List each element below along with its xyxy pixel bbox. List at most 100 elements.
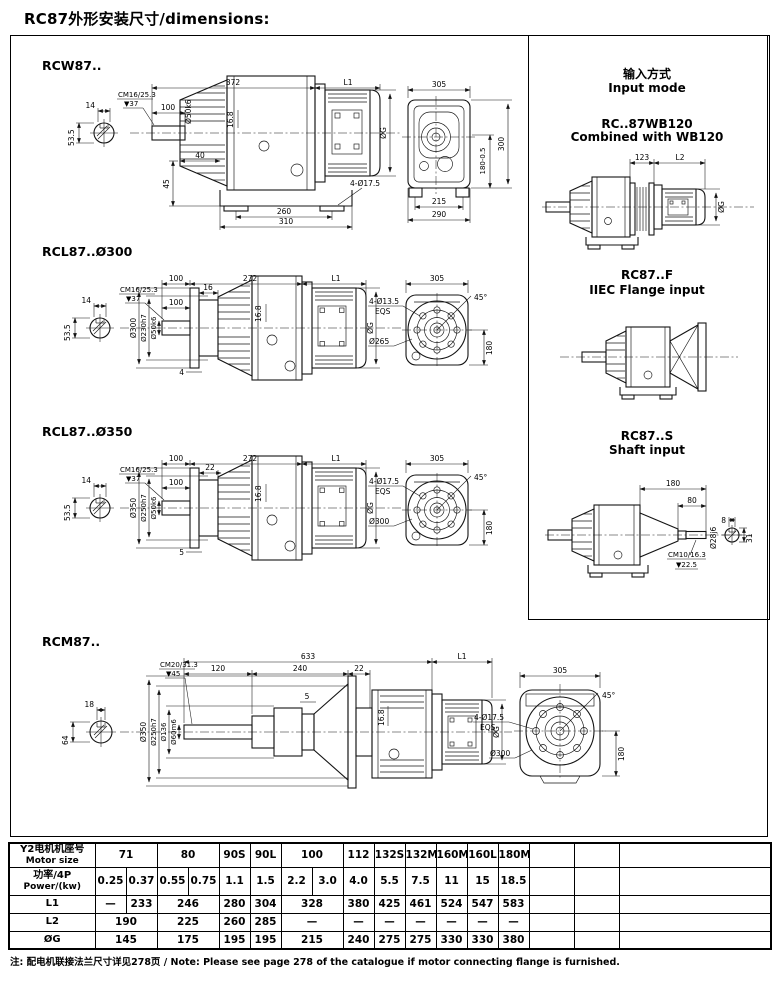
- section-label-rcm87: RCM87..: [42, 634, 100, 649]
- dim-front-width: 305: [430, 274, 445, 283]
- dim-key-width: 14: [81, 476, 91, 485]
- cell-l1: 425: [373, 894, 406, 914]
- dim-front-height: 180: [617, 747, 626, 762]
- rcm87-key-detail: 18 64: [61, 700, 116, 747]
- empty-cell: [528, 930, 575, 950]
- cell-og: 175: [156, 930, 220, 950]
- dim-key-width: 14: [81, 296, 91, 305]
- row-power: 功率/4P Power/(kw) 0.25 0.37 0.55 0.75 1.1…: [8, 866, 772, 896]
- cell-og: 275: [404, 930, 437, 950]
- cell-l2: —: [497, 912, 530, 932]
- rcl300-key-detail: 14 53.5: [63, 296, 114, 342]
- rcl300-side-view: Ø300 Ø230h7 Ø50k6: [120, 275, 402, 381]
- cell-l2: —: [280, 912, 344, 932]
- empty-cell: [618, 912, 772, 932]
- cell-power: 5.5: [373, 866, 406, 896]
- dim-l2: L2: [676, 153, 685, 162]
- cell-og: 380: [497, 930, 530, 950]
- input-mode-panel: 输入方式 Input mode RC..87WB120 Combined wit…: [542, 66, 754, 578]
- cell-l2: —: [466, 912, 499, 932]
- cell-power: 0.25: [94, 866, 127, 896]
- dim-key-width: 18: [84, 700, 94, 709]
- dim-motor-diameter: ØG: [717, 201, 726, 213]
- empty-cell: [528, 894, 575, 914]
- dim-key-depth: 16.8: [254, 485, 263, 502]
- rcl300-side-dimensions: 100 272 L1 100 CM16/25.3 ▼37 16 4 16.8 Ø…: [119, 274, 380, 377]
- row-header-motor-cn: Y2电机机座号: [20, 844, 85, 855]
- dim-total-length: 633: [301, 652, 316, 661]
- dim-80: 80: [687, 496, 697, 505]
- label-cm-bore: CM16/25.3: [118, 91, 156, 99]
- dim-shaft-length: 100: [169, 298, 184, 307]
- dim-180: 180: [666, 479, 681, 488]
- cell-motor-size: 132S: [373, 842, 406, 868]
- rcl300-front-view: 305 45° 180 4-Ø13.5 EQS Ø265: [368, 274, 494, 367]
- dim-key-width: 8: [721, 516, 726, 525]
- dim-flange-diameter: Ø350: [129, 498, 138, 518]
- cell-power: 4.0: [342, 866, 375, 896]
- motor-dimension-table: Y2电机机座号 Motor size 71 80 90S 90L 100 112…: [8, 842, 772, 951]
- rcl350-front-view: 305 45° 180 4-Ø17.5 EQS Ø300: [368, 454, 494, 547]
- cell-l1: 328: [280, 894, 344, 914]
- empty-cell: [573, 866, 620, 896]
- cell-motor-size: 112: [342, 842, 375, 868]
- dim-260: 260: [277, 207, 292, 216]
- row-header-og: ØG: [8, 930, 96, 950]
- cell-l2: 190: [94, 912, 158, 932]
- rcm87-front-view: 305 45° 180 4-Ø17.5 EQS Ø300: [473, 666, 626, 784]
- row-l1: L1 — 233 246 280 304 328 380 425 461 524…: [8, 894, 772, 914]
- cell-power: 15: [466, 866, 499, 896]
- rcw87-front-view: 305 300 180-0.5 215 290: [402, 80, 512, 223]
- label-eqs: EQS: [375, 487, 391, 496]
- dim-input-shaft-diameter: Ø28j6: [709, 526, 718, 549]
- wb120-title-1: RC..87WB120: [601, 117, 692, 131]
- dim-motor-diameter: ØG: [492, 726, 501, 738]
- cell-l1: 280: [218, 894, 251, 914]
- label-cm-bore: CM10/16.3: [668, 551, 706, 559]
- label-cm-depth: ▼37: [124, 100, 138, 108]
- shaft-input-drawing: 180 80 Ø28j6 CM10/16.3 ▼22.5 8 31: [545, 479, 754, 578]
- dim-front-height: 180: [485, 521, 494, 536]
- row-l2: L2 190 225 260 285 — — — — — — —: [8, 912, 772, 932]
- cell-power: 0.37: [125, 866, 158, 896]
- cell-l1: 583: [497, 894, 530, 914]
- dim-front-height: 300: [497, 137, 506, 152]
- cell-og: 145: [94, 930, 158, 950]
- cell-l1: 304: [249, 894, 282, 914]
- cell-power: 18.5: [497, 866, 530, 896]
- dim-key-width: 14: [85, 101, 95, 110]
- rcm87-figure: RCM87.. 18 64 Ø350 Ø250h7 Ø136: [42, 634, 626, 789]
- cell-l1: 461: [404, 894, 437, 914]
- shaft-title-2: Shaft input: [609, 443, 685, 457]
- dim-shaft-diameter: Ø50k6: [150, 496, 158, 519]
- dim-120: 120: [211, 664, 226, 673]
- dim-key-height: 53.5: [67, 129, 76, 146]
- label-cm-depth: ▼22.5: [676, 561, 697, 569]
- label-cm-depth: ▼37: [126, 475, 140, 483]
- label-bolt-circle: Ø300: [369, 517, 389, 526]
- rcl350-side-dimensions: 100 272 L1 100 CM16/25.3 ▼37 22 5 16.8 Ø…: [119, 454, 380, 557]
- dim-flange-diameter: Ø350: [139, 722, 148, 742]
- rcl350-side-view: Ø350 Ø250h7 Ø50k6: [120, 455, 402, 561]
- cell-power: 7.5: [404, 866, 437, 896]
- cell-power: 11: [435, 866, 468, 896]
- cell-power: 1.1: [218, 866, 251, 896]
- cell-l1: 233: [125, 894, 158, 914]
- empty-cell: [573, 930, 620, 950]
- dim-shaft-diameter: Ø50k6: [150, 316, 158, 339]
- dim-key-height: 53.5: [63, 504, 72, 521]
- cell-power: 0.55: [156, 866, 189, 896]
- section-label-rcw87: RCW87..: [42, 58, 101, 73]
- cell-og: 275: [373, 930, 406, 950]
- cell-og: 195: [249, 930, 282, 950]
- label-cm-depth: ▼45: [166, 670, 180, 678]
- label-eqs: EQS: [375, 307, 391, 316]
- dim-front-width: 305: [430, 454, 445, 463]
- empty-cell: [573, 894, 620, 914]
- panel-title-en: Input mode: [608, 81, 686, 95]
- dim-22: 22: [205, 463, 215, 472]
- dim-key-depth: 16.8: [226, 111, 235, 128]
- row-header-motor-size: Y2电机机座号 Motor size: [8, 842, 96, 868]
- dim-hub-diameter: Ø136: [160, 722, 168, 741]
